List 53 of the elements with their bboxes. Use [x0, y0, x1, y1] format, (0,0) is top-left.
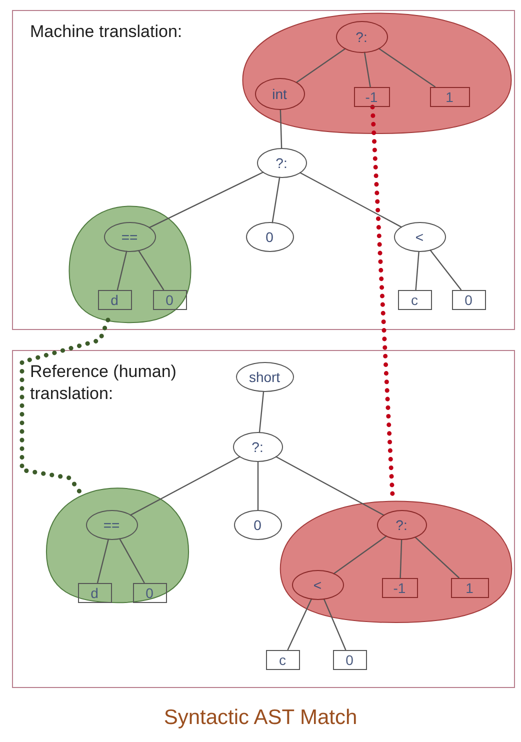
panel-heading: Machine translation: [30, 21, 184, 43]
tree-edge [400, 538, 402, 578]
tree-edge [364, 52, 371, 88]
tree-edge [323, 598, 346, 650]
leaf-node: -1 [382, 578, 418, 598]
ast-node: ?: [376, 510, 426, 540]
ast-node: short [236, 362, 294, 392]
ast-node: < [394, 222, 446, 252]
leaf-node: 0 [152, 290, 186, 310]
ast-node: == [86, 510, 138, 540]
ast-node: ?: [256, 148, 306, 178]
ast-node: 0 [234, 510, 282, 540]
panel-heading: Reference (human) translation: [30, 361, 178, 405]
leaf-node: c [266, 650, 300, 670]
ast-node: ?: [336, 20, 388, 52]
tree-edge [296, 48, 346, 84]
ast-node: int [254, 78, 304, 110]
tree-edge [116, 250, 128, 290]
highlight-blob [68, 204, 192, 324]
tree-edge [287, 598, 312, 650]
leaf-node: 0 [332, 650, 366, 670]
tree-edge [415, 250, 420, 290]
tree-edge [299, 172, 402, 228]
panel [12, 350, 515, 688]
tree-edge [378, 48, 436, 88]
tree-edge [96, 538, 110, 584]
tree-edge [130, 456, 241, 516]
tree-edge [333, 535, 388, 574]
leaf-node: d [98, 290, 132, 310]
leaf-node: -1 [354, 86, 390, 106]
tree-edge [118, 538, 145, 584]
leaf-node: d [78, 582, 112, 602]
tree-edge [272, 176, 280, 224]
highlight-blob [278, 500, 514, 624]
ast-node: 0 [246, 222, 294, 252]
leaf-node: 0 [132, 582, 166, 602]
caption: Syntactic AST Match [162, 706, 358, 730]
highlight-blob [240, 12, 514, 136]
panel [12, 10, 515, 330]
ast-node: == [104, 222, 156, 252]
highlight-blob [44, 486, 190, 604]
leaf-node: 0 [452, 290, 486, 310]
leaf-node: c [398, 290, 432, 310]
leaf-node: 1 [430, 86, 470, 106]
tree-edge [257, 461, 259, 511]
tree-edge [275, 456, 385, 516]
leaf-node: 1 [450, 578, 488, 598]
tree-edge [430, 249, 462, 290]
tree-edge [414, 536, 460, 578]
ast-node: ?: [232, 432, 282, 462]
tree-edge [138, 250, 164, 290]
tree-edge [258, 390, 264, 434]
ast-node: < [292, 570, 344, 600]
